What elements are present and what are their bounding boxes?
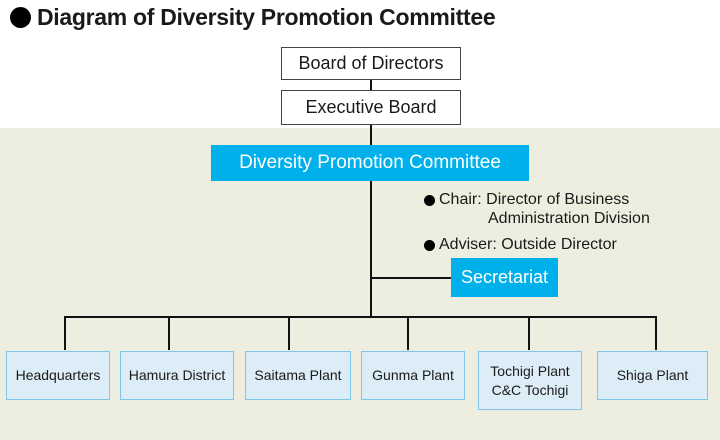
unit-tochigi-text: Tochigi Plant C&C Tochigi xyxy=(490,362,569,400)
chair-value-line2: Administration Division xyxy=(488,210,650,227)
connector-tochigi xyxy=(528,316,530,350)
secretariat-label: Secretariat xyxy=(460,267,549,287)
diversity-promotion-committee-box: Diversity Promotion Committee xyxy=(211,145,529,181)
connector-saitama xyxy=(288,316,290,350)
unit-hamura-label: Hamura District xyxy=(128,367,226,383)
unit-shiga-box: Shiga Plant xyxy=(597,351,708,400)
board-of-directors-box: Board of Directors xyxy=(281,47,461,80)
unit-saitama-box: Saitama Plant xyxy=(245,351,351,400)
executive-board-box: Executive Board xyxy=(281,90,461,125)
connector-secretariat-branch xyxy=(370,277,452,279)
executive-board-label: Executive Board xyxy=(305,97,437,117)
bullet-icon xyxy=(10,6,31,28)
chair-note: Chair: Director of Business xyxy=(424,190,629,210)
unit-gunma-label: Gunma Plant xyxy=(372,367,454,383)
connector-hamura xyxy=(168,316,170,350)
adviser-value: Outside Director xyxy=(501,236,617,253)
adviser-label: Adviser: xyxy=(439,236,497,253)
unit-saitama-label: Saitama Plant xyxy=(254,367,342,383)
unit-hamura-box: Hamura District xyxy=(120,351,234,400)
connector-gunma xyxy=(407,316,409,350)
unit-headquarters-label: Headquarters xyxy=(15,367,101,383)
chair-label: Chair: xyxy=(439,191,482,208)
unit-tochigi-label-line1: Tochigi Plant xyxy=(490,362,570,379)
adviser-note: Adviser: Outside Director xyxy=(424,235,617,255)
unit-tochigi-label-line2: C&C Tochigi xyxy=(491,381,569,398)
connector-executive-to-committee xyxy=(370,125,372,145)
unit-tochigi-box: Tochigi Plant C&C Tochigi xyxy=(478,351,582,410)
title-text: Diagram of Diversity Promotion Committee xyxy=(37,3,496,30)
unit-shiga-label: Shiga Plant xyxy=(616,367,689,383)
bullet-icon xyxy=(424,194,435,206)
committee-label: Diversity Promotion Committee xyxy=(239,152,501,173)
page-title: Diagram of Diversity Promotion Committee xyxy=(10,2,496,32)
secretariat-box: Secretariat xyxy=(451,258,558,297)
unit-gunma-box: Gunma Plant xyxy=(361,351,465,400)
bullet-icon xyxy=(424,239,435,251)
unit-headquarters-box: Headquarters xyxy=(6,351,110,400)
connector-units-horizontal xyxy=(64,316,657,318)
chair-value-line1: Director of Business xyxy=(486,191,630,208)
board-of-directors-label: Board of Directors xyxy=(298,53,444,73)
connector-board-to-executive xyxy=(370,80,372,90)
connector-shiga xyxy=(655,316,657,350)
connector-committee-trunk xyxy=(370,181,372,318)
connector-headquarters xyxy=(64,316,66,350)
